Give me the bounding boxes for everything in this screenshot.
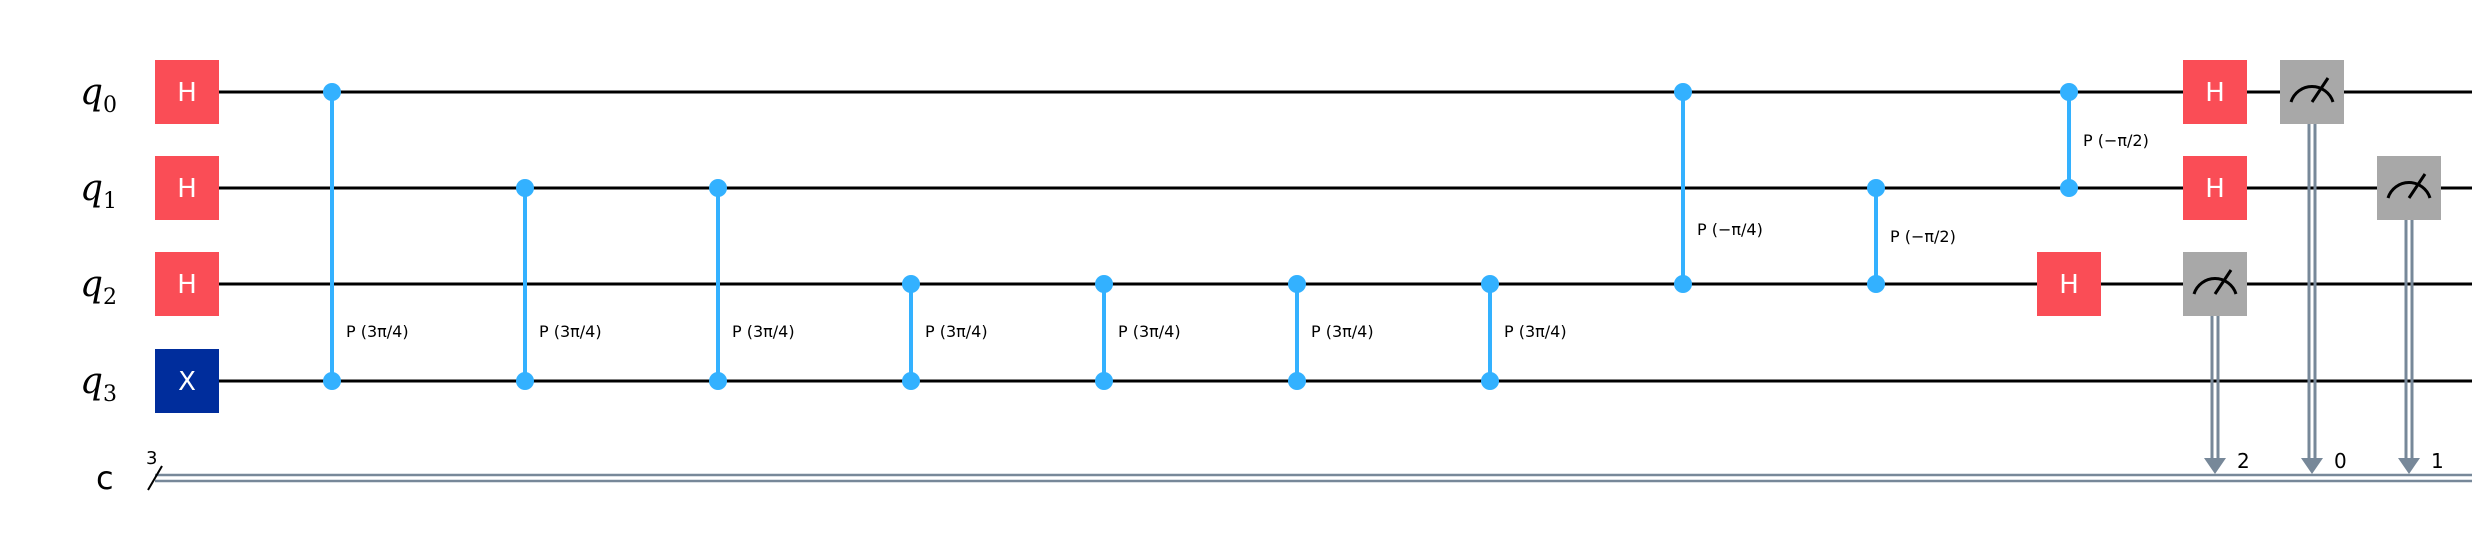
measure-arrow-head <box>2204 458 2226 474</box>
cphase-control-dot <box>1288 275 1306 293</box>
cphase-target-dot <box>1867 275 1885 293</box>
cphase-label: P (3π/4) <box>1504 322 1567 341</box>
qubit-label-name: q <box>80 361 103 402</box>
h-gate-box <box>155 60 219 124</box>
measure-arrow-head <box>2398 458 2420 474</box>
h-gate-label: H <box>2059 270 2079 300</box>
cphase-control-dot <box>1095 275 1113 293</box>
h-gate-label: H <box>2205 78 2225 108</box>
cphase-label: P (3π/4) <box>1311 322 1374 341</box>
meter-needle-icon <box>2213 269 2233 295</box>
measure-gate-box <box>2280 60 2344 124</box>
h-gate-box <box>2183 156 2247 220</box>
cphase-label: P (3π/4) <box>1118 322 1181 341</box>
qubit-label-index: 3 <box>103 382 117 407</box>
h-gate-label: H <box>177 78 197 108</box>
h-gate-box <box>155 252 219 316</box>
cphase-target-dot <box>1288 372 1306 390</box>
cphase-label: P (3π/4) <box>539 322 602 341</box>
cphase-target-dot <box>1481 372 1499 390</box>
cphase-control-dot <box>1867 179 1885 197</box>
qubit-label-1: q1 <box>80 168 117 214</box>
measure-gate-box <box>2183 252 2247 316</box>
cphase-control-dot <box>1674 83 1692 101</box>
meter-needle-icon <box>2310 77 2330 103</box>
cphase-target-dot <box>2060 179 2078 197</box>
cphase-target-dot <box>1095 372 1113 390</box>
cphase-target-dot <box>1674 275 1692 293</box>
cphase-control-dot <box>902 275 920 293</box>
qubit-label-name: q <box>80 264 103 305</box>
cphase-control-dot <box>323 83 341 101</box>
qubit-label-3: q3 <box>80 361 117 407</box>
cphase-target-dot <box>323 372 341 390</box>
h-gate-box <box>2183 60 2247 124</box>
qubit-label-name: q <box>80 72 103 113</box>
h-gate-label: H <box>177 174 197 204</box>
h-gate-label: H <box>177 270 197 300</box>
x-gate-label: X <box>178 367 196 397</box>
h-gate-box <box>155 156 219 220</box>
cphase-control-dot <box>2060 83 2078 101</box>
cphase-control-dot <box>1481 275 1499 293</box>
qubit-label-index: 1 <box>103 189 117 214</box>
qubit-label-2: q2 <box>80 264 117 310</box>
cphase-control-dot <box>709 179 727 197</box>
cphase-label: P (3π/4) <box>732 322 795 341</box>
classical-bit-index: 1 <box>2431 449 2444 473</box>
register-size-label: 3 <box>146 448 157 469</box>
gates-layer: P (3π/4) P (3π/4) P (3π/4) P (3π/4) P (3π/4)… <box>155 60 2444 474</box>
meter-needle-icon <box>2407 173 2427 199</box>
cphase-label: P (−π/2) <box>1890 227 1956 246</box>
classical-bit-index: 2 <box>2237 449 2250 473</box>
h-gate-box <box>2037 252 2101 316</box>
wires-layer <box>147 90 2472 491</box>
classical-register-label: c <box>96 459 114 497</box>
qubit-label-name: q <box>80 168 103 209</box>
qubit-label-index: 2 <box>103 285 117 310</box>
measure-gate-box <box>2377 156 2441 220</box>
qubit-label-index: 0 <box>103 93 117 118</box>
classical-bit-index: 0 <box>2334 449 2347 473</box>
cphase-target-dot <box>709 372 727 390</box>
measure-arrow-head <box>2301 458 2323 474</box>
cphase-target-dot <box>902 372 920 390</box>
cphase-label: P (−π/4) <box>1697 220 1763 239</box>
meter-arc-icon <box>2192 277 2238 295</box>
cphase-label: P (3π/4) <box>925 322 988 341</box>
cphase-target-dot <box>516 372 534 390</box>
register-slash <box>147 465 163 491</box>
meter-arc-icon <box>2386 181 2432 199</box>
qubit-label-0: q0 <box>80 72 117 118</box>
meter-arc-icon <box>2289 85 2335 103</box>
h-gate-label: H <box>2205 174 2225 204</box>
cphase-label: P (−π/2) <box>2083 131 2149 150</box>
cphase-control-dot <box>516 179 534 197</box>
cphase-label: P (3π/4) <box>346 322 409 341</box>
x-gate-box <box>155 349 219 413</box>
